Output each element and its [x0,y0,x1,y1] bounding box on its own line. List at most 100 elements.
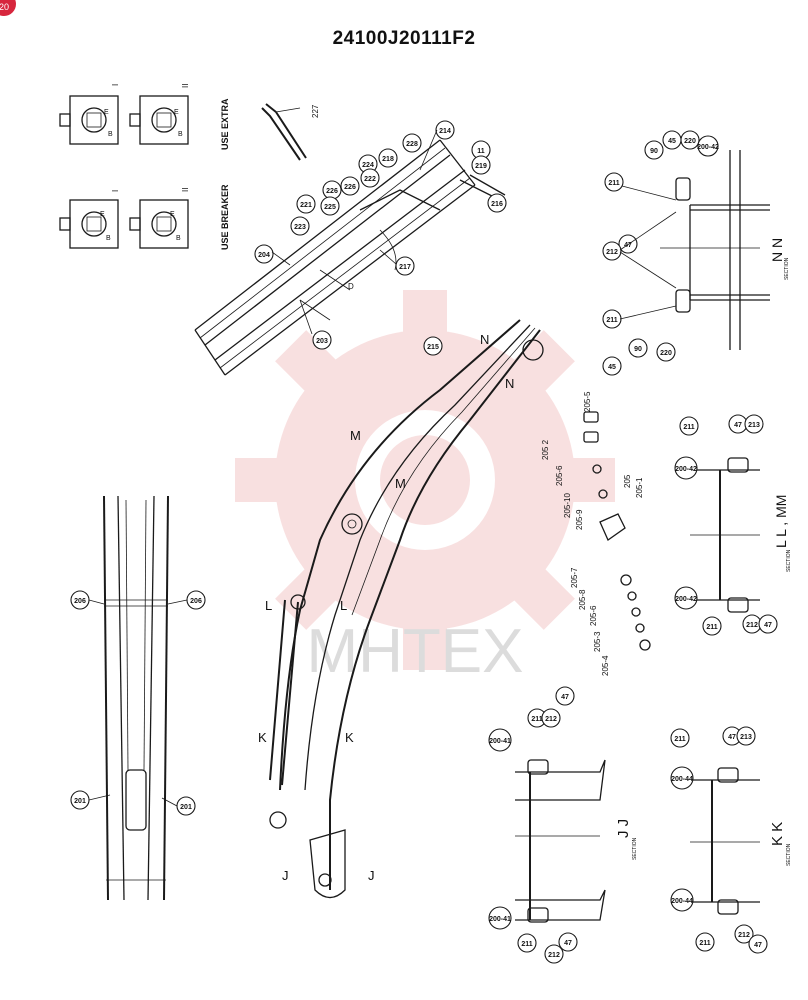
svg-text:11: 11 [477,148,485,155]
use-extra-note: USE EXTRA [220,98,230,150]
svg-text:227: 227 [311,104,320,118]
svg-text:211: 211 [521,941,532,948]
watermark-text: МНТЕХ [307,617,524,686]
arm-detail-callouts: 214 228 218 11 219 224 222 226 226 225 2… [254,120,507,350]
svg-text:I: I [111,84,120,86]
svg-text:M: M [350,428,361,443]
section-ll-mm-title: L L , MM [773,495,789,548]
svg-text:SECTION: SECTION [786,843,792,866]
svg-text:K: K [345,730,354,745]
detail-blocks: E B E B E B E B I II I [59,84,230,250]
svg-text:212: 212 [738,932,750,939]
svg-text:N: N [480,332,489,347]
svg-text:211: 211 [531,716,542,723]
svg-text:222: 222 [364,176,376,183]
svg-text:204: 204 [258,252,270,259]
svg-text:L: L [340,598,347,613]
svg-text:B: B [106,235,111,242]
svg-text:212: 212 [548,952,560,959]
svg-text:225: 225 [324,204,336,211]
svg-text:205-6: 205-6 [555,465,564,486]
svg-text:226: 226 [326,188,338,195]
svg-text:200-42: 200-42 [697,144,719,151]
svg-text:N: N [505,376,514,391]
svg-text:205-4: 205-4 [601,655,610,676]
section-jj-title: J J [615,819,632,838]
svg-text:47: 47 [754,942,762,949]
svg-text:47: 47 [561,694,569,701]
svg-text:211: 211 [699,940,710,947]
svg-text:217: 217 [399,264,411,271]
svg-text:220: 220 [684,138,696,145]
svg-text:201: 201 [180,804,192,811]
svg-text:47: 47 [764,622,772,629]
wrench-227: 227 [261,103,320,161]
svg-text:203: 203 [316,338,328,345]
svg-text:201: 201 [74,798,86,805]
svg-text:200-42: 200-42 [675,466,697,473]
svg-text:B: B [178,131,183,138]
section-jj: 211 212 47 200-41 200-41 211 212 47 J J … [488,686,638,964]
svg-text:90: 90 [650,148,658,155]
svg-text:205-6: 205-6 [589,605,598,626]
svg-text:205-1: 205-1 [635,477,644,498]
svg-text:218: 218 [382,156,394,163]
main-arm [269,319,544,899]
svg-text:205-5: 205-5 [583,391,592,412]
svg-text:E: E [174,109,179,116]
svg-text:47: 47 [734,422,742,429]
svg-text:K: K [258,730,267,745]
svg-text:212: 212 [746,622,758,629]
svg-text:211: 211 [683,424,694,431]
svg-text:228: 228 [406,141,418,148]
svg-text:200-41: 200-41 [489,738,511,745]
svg-text:212: 212 [545,716,557,723]
svg-text:221: 221 [300,202,312,209]
svg-text:J: J [282,868,289,883]
svg-text:219: 219 [475,163,487,170]
exploded-parts-205: 205-5 205 2 205-6 205-10 205-9 205 205-1… [541,391,651,676]
svg-text:205-3: 205-3 [593,631,602,652]
corner-badge: 20 [0,0,16,16]
drawing-title: 24100J20111F2 [332,28,476,49]
svg-text:211: 211 [706,624,717,631]
svg-text:200-44: 200-44 [671,898,693,905]
arm-detail-view [194,139,506,376]
svg-text:200-42: 200-42 [675,596,697,603]
svg-text:223: 223 [294,224,306,231]
svg-text:205: 205 [623,474,632,488]
svg-text:E: E [104,109,109,116]
section-nn: 220 45 90 200-42 211 47 212 211 90 45 22… [602,130,790,376]
svg-text:E: E [170,211,175,218]
svg-text:205-8: 205-8 [578,589,587,610]
svg-text:47: 47 [624,242,632,249]
svg-text:214: 214 [439,128,451,135]
svg-text:226: 226 [344,184,356,191]
svg-text:220: 220 [660,350,672,357]
svg-text:200-41: 200-41 [489,916,511,923]
svg-text:211: 211 [608,180,619,187]
svg-text:47: 47 [564,940,572,947]
svg-text:II: II [181,84,190,88]
svg-text:I: I [111,190,120,192]
svg-text:J: J [368,868,375,883]
svg-text:206: 206 [74,598,86,605]
svg-text:E: E [100,211,105,218]
svg-text:B: B [176,235,181,242]
watermark-gear [235,290,615,670]
svg-text:213: 213 [740,734,752,741]
svg-text:224: 224 [362,162,374,169]
svg-text:SECTION: SECTION [786,549,792,572]
svg-text:SECTION: SECTION [632,837,638,860]
svg-text:47: 47 [728,734,736,741]
svg-text:205-9: 205-9 [575,509,584,530]
svg-text:200-44: 200-44 [671,776,693,783]
svg-text:212: 212 [606,249,618,256]
svg-text:211: 211 [674,736,685,743]
section-ll-mm: 211 47 213 200-42 200-42 211 212 47 L L … [674,414,792,636]
svg-text:D: D [348,282,354,291]
svg-text:B: B [108,131,113,138]
svg-text:216: 216 [491,201,503,208]
svg-text:205 2: 205 2 [541,439,550,460]
